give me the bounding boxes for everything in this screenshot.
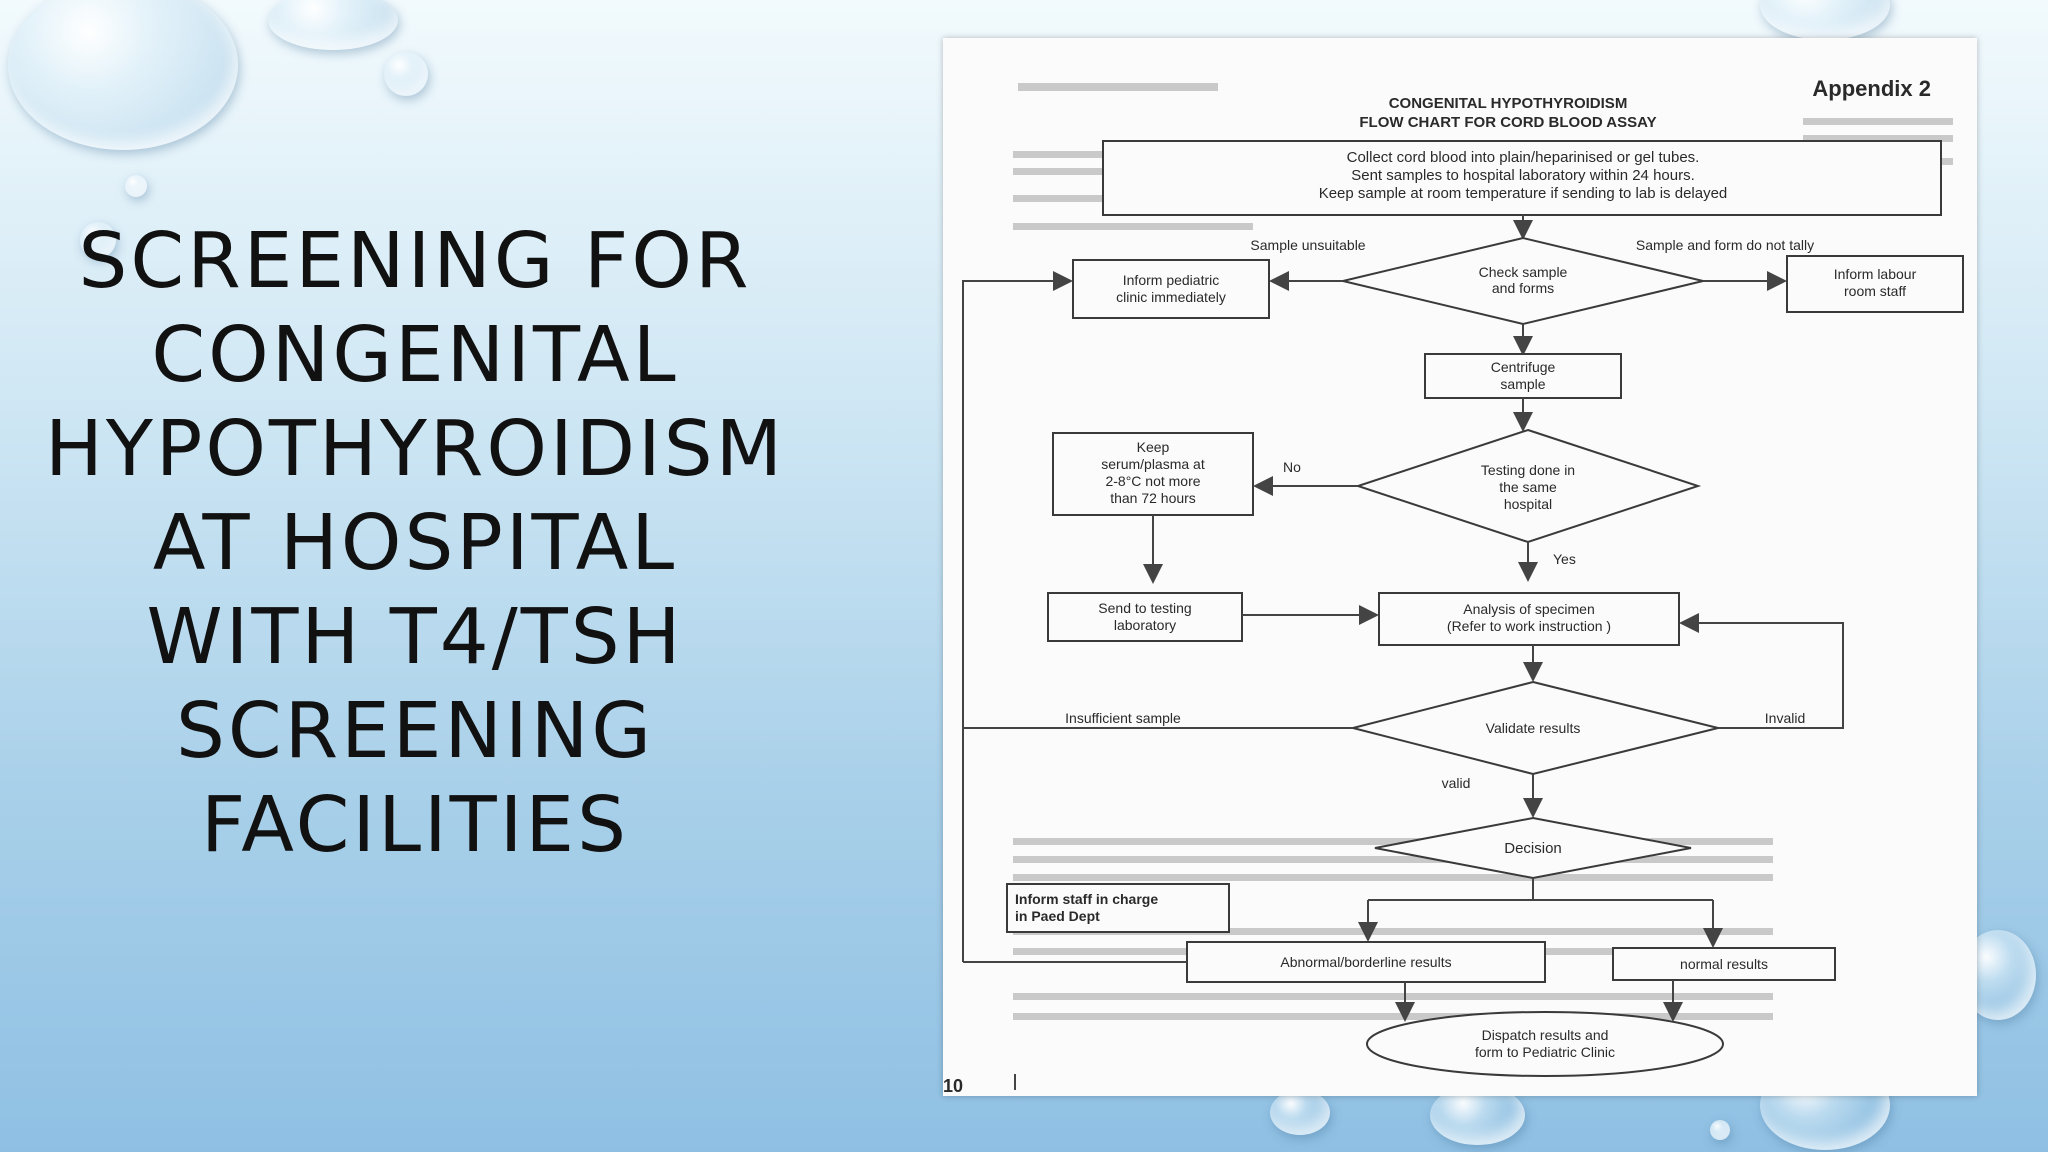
testing-line1: Testing done in bbox=[1481, 462, 1575, 478]
keep-line3: 2-8°C not more bbox=[1105, 473, 1200, 489]
keep-line2: serum/plasma at bbox=[1101, 456, 1205, 472]
send-line1: Send to testing bbox=[1098, 600, 1191, 616]
water-drop-decoration bbox=[125, 175, 147, 197]
abnormal-text: Abnormal/borderline results bbox=[1280, 954, 1451, 970]
send-line2: laboratory bbox=[1114, 617, 1176, 633]
analysis-line2: (Refer to work instruction ) bbox=[1447, 618, 1611, 634]
water-drop-decoration bbox=[80, 222, 116, 258]
inform-staff-line1: Inform staff in charge bbox=[1015, 891, 1158, 907]
analysis-line1: Analysis of specimen bbox=[1463, 601, 1595, 617]
water-drop-decoration bbox=[384, 52, 428, 96]
collect-text-line2: Sent samples to hospital laboratory with… bbox=[1351, 167, 1695, 184]
slide-title: Screening for Congenital Hypothyroidism … bbox=[44, 217, 786, 870]
send-to-testing-lab-box bbox=[1047, 592, 1243, 642]
inform-labour-line1: Inform labour bbox=[1834, 266, 1917, 282]
appendix-label: Appendix 2 bbox=[1812, 76, 1931, 101]
dispatch-line2: form to Pediatric Clinic bbox=[1475, 1044, 1615, 1060]
dispatch-line1: Dispatch results and bbox=[1482, 1027, 1609, 1043]
check-text-line1: Check sample bbox=[1479, 264, 1568, 280]
edge-label-insufficient-sample: Insufficient sample bbox=[1065, 710, 1181, 726]
collect-text-line1: Collect cord blood into plain/heparinise… bbox=[1347, 149, 1700, 166]
edge-label-sample-unsuitable: Sample unsuitable bbox=[1250, 237, 1365, 253]
keep-line4: than 72 hours bbox=[1110, 490, 1196, 506]
inform-staff-box bbox=[1006, 883, 1230, 933]
analysis-specimen-box bbox=[1378, 592, 1680, 646]
water-drop-decoration bbox=[8, 0, 238, 150]
centrifuge-line1: Centrifuge bbox=[1491, 359, 1556, 375]
edge-label-invalid: Invalid bbox=[1765, 710, 1805, 726]
testing-line2: the same bbox=[1499, 479, 1557, 495]
keep-serum-box bbox=[1052, 432, 1254, 516]
edge-label-no: No bbox=[1283, 459, 1301, 475]
flowchart-heading-line1: CONGENITAL HYPOTHYROIDISM bbox=[1389, 95, 1628, 112]
collect-text-line3: Keep sample at room temperature if sendi… bbox=[1319, 185, 1728, 202]
abnormal-results-box bbox=[1186, 941, 1546, 983]
centrifuge-line2: sample bbox=[1500, 376, 1545, 392]
normal-results-box bbox=[1612, 947, 1836, 981]
normal-text: normal results bbox=[1680, 956, 1768, 972]
decision-text: Decision bbox=[1504, 840, 1562, 857]
inform-staff-line2: in Paed Dept bbox=[1015, 908, 1100, 924]
page-number: 10 bbox=[943, 1076, 963, 1096]
flowchart-diagram: Appendix 2 CONGENITAL HYPOTHYROIDISM FLO… bbox=[943, 76, 1964, 1096]
water-drop-decoration bbox=[1710, 1120, 1730, 1140]
inform-ped-line1: Inform pediatric bbox=[1123, 272, 1219, 288]
flowchart-document-image: Appendix 2 CONGENITAL HYPOTHYROIDISM FLO… bbox=[943, 38, 1977, 1096]
keep-line1: Keep bbox=[1137, 439, 1170, 455]
inform-pediatric-clinic-box bbox=[1072, 259, 1270, 319]
water-drop-decoration bbox=[1760, 0, 1890, 40]
dispatch-results-ellipse bbox=[1366, 1011, 1724, 1077]
edge-label-valid: valid bbox=[1442, 775, 1471, 791]
flowchart-heading-line2: FLOW CHART FOR CORD BLOOD ASSAY bbox=[1359, 114, 1656, 131]
edge-label-yes: Yes bbox=[1553, 551, 1576, 567]
inform-labour-room-box bbox=[1786, 255, 1964, 313]
inform-labour-line2: room staff bbox=[1844, 283, 1906, 299]
water-drop-decoration bbox=[268, 0, 398, 50]
collect-sample-box bbox=[1102, 140, 1942, 216]
testing-line3: hospital bbox=[1504, 496, 1552, 512]
validate-text: Validate results bbox=[1486, 720, 1581, 736]
check-text-line2: and forms bbox=[1492, 280, 1554, 296]
edge-label-sample-form-not-tally: Sample and form do not tally bbox=[1636, 237, 1814, 253]
inform-ped-line2: clinic immediately bbox=[1116, 289, 1226, 305]
water-drop-decoration bbox=[1270, 1090, 1330, 1135]
